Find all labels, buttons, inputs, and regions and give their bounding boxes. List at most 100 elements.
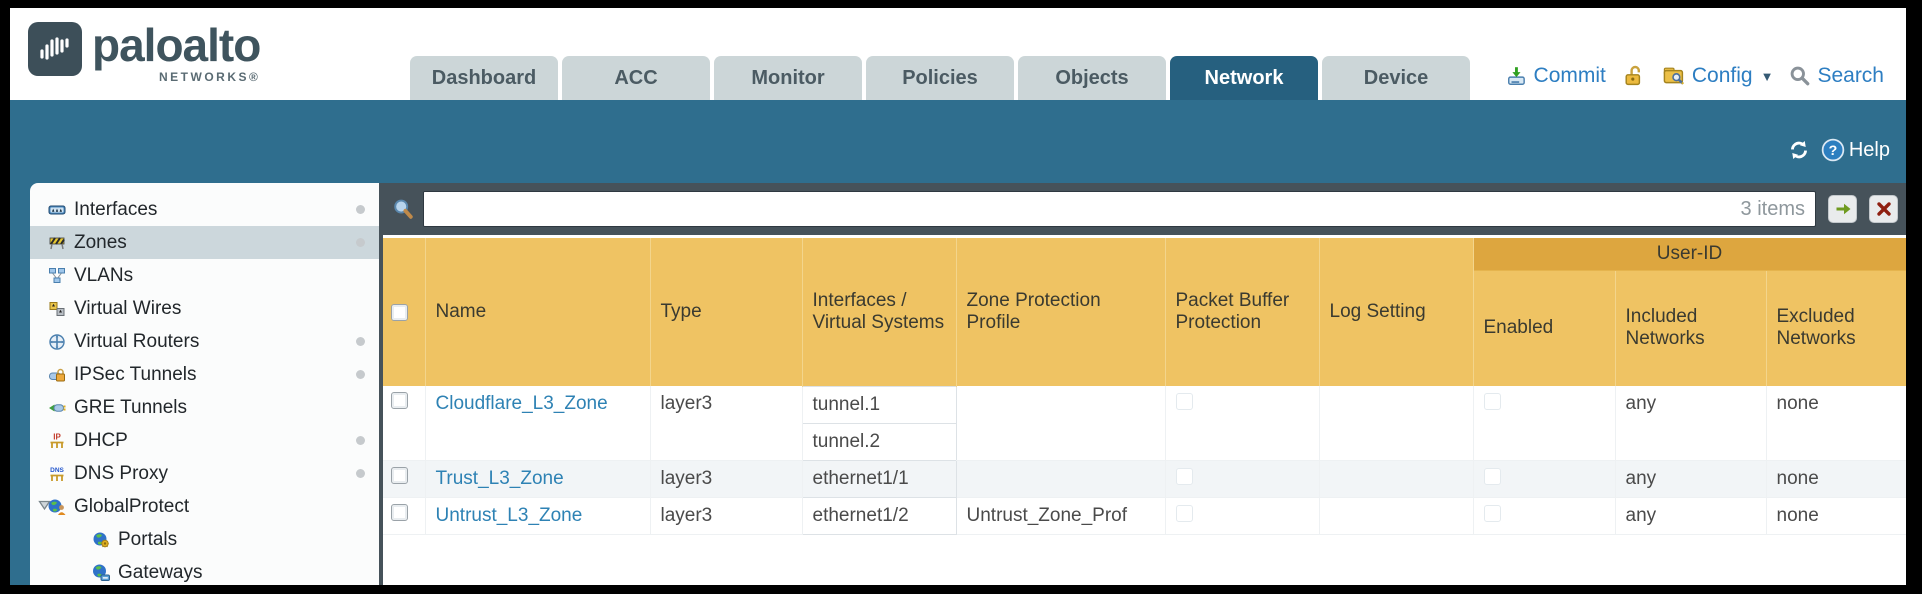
row-checkbox[interactable] [391, 466, 408, 484]
sidebar-item-label: IPSec Tunnels [74, 363, 197, 385]
green-arrow-icon [1834, 200, 1852, 218]
sidebar-item-virtual-wires[interactable]: Virtual Wires [30, 292, 379, 325]
cell-name: Untrust_L3_Zone [425, 497, 651, 535]
svg-text:?: ? [1829, 143, 1838, 159]
commit-button[interactable]: Commit [1506, 64, 1606, 88]
portals-icon [90, 530, 112, 550]
packet-buffer-protection-checkbox[interactable] [1175, 467, 1193, 485]
config-caret-icon: ▼ [1760, 68, 1774, 84]
unlock-icon[interactable] [1622, 64, 1646, 88]
cell-name: Cloudflare_L3_Zone [425, 386, 651, 461]
cell-enabled [1473, 460, 1616, 498]
column-header-log-setting[interactable]: Log Setting [1319, 238, 1474, 386]
sidebar-item-portals[interactable]: Portals [30, 523, 379, 556]
status-dot [356, 469, 365, 478]
column-header-enabled[interactable]: Enabled [1473, 270, 1616, 386]
sidebar-item-virtual-routers[interactable]: Virtual Routers [30, 325, 379, 358]
tab-monitor[interactable]: Monitor [714, 56, 862, 100]
expander-triangle-icon[interactable] [38, 500, 51, 511]
column-header-type[interactable]: Type [650, 238, 803, 386]
tab-network[interactable]: Network [1170, 56, 1318, 100]
sidebar-item-ipsec-tunnels[interactable]: IPSec Tunnels [30, 358, 379, 391]
sidebar-item-label: Portals [118, 528, 178, 550]
filter-input[interactable] [424, 192, 1741, 226]
user-id-enabled-checkbox[interactable] [1483, 467, 1501, 485]
config-label: Config [1691, 64, 1753, 87]
page-action-bar: ? Help [1787, 138, 1890, 162]
cell-log-setting [1319, 497, 1474, 535]
cell-enabled [1473, 497, 1616, 535]
sidebar-item-label: Virtual Wires [74, 297, 182, 319]
paloalto-logo-icon [28, 22, 82, 76]
row-checkbox[interactable] [391, 392, 408, 409]
tab-dashboard[interactable]: Dashboard [410, 56, 558, 100]
sidebar-item-gre-tunnels[interactable]: GRE Tunnels [30, 391, 379, 424]
select-all-checkbox[interactable] [391, 303, 408, 321]
cell-included-networks: any [1615, 460, 1767, 498]
apply-filter-button[interactable] [1828, 195, 1857, 223]
sidebar-item-vlans[interactable]: VLANs [30, 259, 379, 292]
packet-buffer-protection-checkbox[interactable] [1175, 504, 1193, 522]
tab-policies[interactable]: Policies [866, 56, 1014, 100]
search-button[interactable]: Search [1789, 64, 1884, 88]
sidebar-item-gateways[interactable]: Gateways [30, 556, 379, 585]
cell-excluded-networks: none [1766, 460, 1906, 498]
tab-objects[interactable]: Objects [1018, 56, 1166, 100]
cell-enabled [1473, 386, 1616, 461]
tab-device[interactable]: Device [1322, 56, 1470, 100]
column-group-header-user-id: User-ID [1473, 238, 1906, 271]
filter-toolbar: 3 items [383, 183, 1906, 235]
config-menu[interactable]: Config ▼ [1662, 64, 1774, 88]
clear-filter-button[interactable] [1869, 195, 1898, 223]
column-header-name[interactable]: Name [425, 238, 651, 386]
cell-name: Trust_L3_Zone [425, 460, 651, 498]
status-dot [356, 238, 365, 247]
cell-row-select [383, 386, 426, 461]
cell-packet-buffer-protection [1165, 497, 1320, 535]
sidebar-item-globalprotect[interactable]: GlobalProtect [30, 490, 379, 523]
zone-name-link[interactable]: Cloudflare_L3_Zone [435, 393, 608, 414]
status-dot [356, 337, 365, 346]
packet-buffer-protection-checkbox[interactable] [1175, 393, 1193, 410]
cell-row-select [383, 460, 426, 498]
column-header-zone-protection-profile[interactable]: Zone Protection Profile [956, 238, 1166, 386]
sidebar-item-interfaces[interactable]: Interfaces [30, 193, 379, 226]
user-id-enabled-checkbox[interactable] [1483, 393, 1501, 410]
cell-log-setting [1319, 386, 1474, 461]
column-header-packet-buffer-protection[interactable]: Packet Buffer Protection [1165, 238, 1320, 386]
column-header-included-networks[interactable]: Included Networks [1615, 270, 1767, 386]
column-header-excluded-networks[interactable]: Excluded Networks [1766, 270, 1906, 386]
tab-acc[interactable]: ACC [562, 56, 710, 100]
refresh-icon[interactable] [1787, 138, 1811, 162]
sidebar-item-label: VLANs [74, 264, 134, 286]
cell-row-select [383, 497, 426, 535]
cell-zone-protection-profile [956, 386, 1166, 461]
column-header-interfaces[interactable]: Interfaces / Virtual Systems [802, 238, 957, 386]
cell-excluded-networks: none [1766, 497, 1906, 535]
zone-name-link[interactable]: Trust_L3_Zone [435, 467, 564, 489]
user-id-enabled-checkbox[interactable] [1483, 504, 1501, 522]
cell-log-setting [1319, 460, 1474, 498]
select-all-header[interactable] [383, 238, 426, 386]
zone-name-link[interactable]: Untrust_L3_Zone [435, 504, 583, 526]
cell-interface: tunnel.1 [801, 385, 957, 424]
sidebar-item-zones[interactable]: Zones [30, 226, 379, 259]
sidebar-item-label: Zones [74, 231, 127, 253]
red-x-icon [1876, 201, 1892, 217]
row-checkbox[interactable] [391, 503, 408, 521]
paloalto-logo: paloalto NETWORKS® [28, 22, 261, 84]
logo-networks-label: NETWORKS® [159, 70, 261, 84]
ipsec-tunnels-icon [46, 365, 68, 385]
virtual-wires-icon [46, 299, 68, 319]
virtual-routers-icon [46, 332, 68, 352]
help-button[interactable]: ? Help [1821, 138, 1890, 162]
